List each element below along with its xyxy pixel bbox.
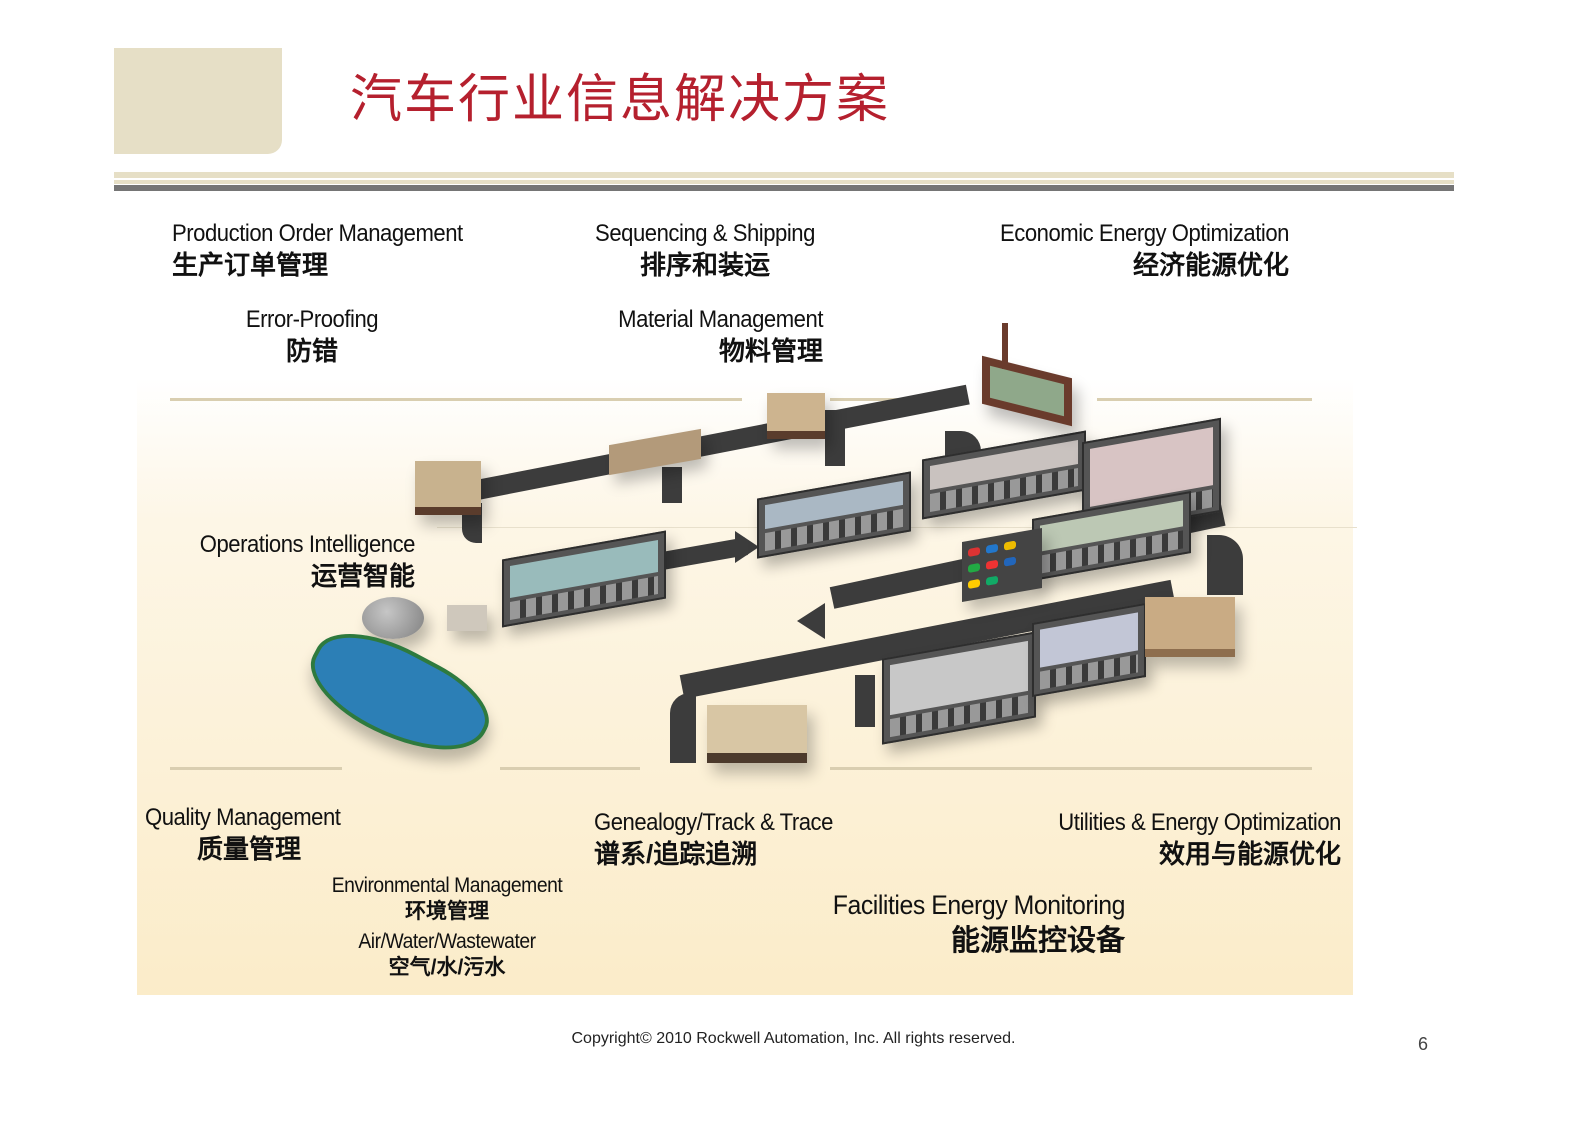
label-environmental: Environmental Management 环境管理	[331, 874, 563, 924]
power-plant-chimney	[1002, 323, 1008, 369]
guide-line-bottom-left	[170, 767, 342, 770]
label-air-water: Air/Water/Wastewater 空气/水/污水	[358, 930, 536, 980]
title-accent-block	[114, 48, 282, 154]
shipping-warehouse	[707, 705, 807, 763]
road-upper-spur-2	[825, 410, 845, 466]
label-facilities: Facilities Energy Monitoring 能源监控设备	[832, 890, 1126, 957]
arrow-right	[735, 531, 759, 563]
road-upper-spur	[662, 467, 682, 503]
page-number: 6	[1418, 1034, 1429, 1054]
road-lower-spur	[855, 675, 875, 727]
label-utilities: Utilities & Energy Optimization 效用与能源优化	[1058, 809, 1341, 869]
label-sequencing: Sequencing & Shipping 排序和装运	[595, 220, 815, 280]
material-warehouse	[767, 393, 825, 439]
building-assembly-1	[757, 471, 911, 559]
label-material: Material Management 物料管理	[618, 306, 823, 366]
slide-title: 汽车行业信息解决方案	[350, 70, 891, 130]
guide-line-bottom-right	[830, 767, 1312, 770]
admin-building	[415, 461, 481, 515]
power-plant	[982, 355, 1072, 427]
guide-line-top-left	[170, 398, 742, 401]
road-lower-curve	[670, 693, 696, 763]
supplier-building	[609, 428, 701, 476]
road-right-curve	[1207, 535, 1243, 595]
building-body-shop	[502, 530, 666, 628]
building-final-assembly	[1032, 490, 1191, 582]
header-rule-light-1	[114, 172, 1454, 178]
header-rule-light-2	[114, 180, 1454, 184]
label-operations: Operations Intelligence 运营智能	[199, 531, 416, 591]
plant-diagram: Production Order Management 生产订单管理 Seque…	[137, 205, 1357, 995]
water-treatment-tank	[362, 597, 424, 639]
arrow-left	[797, 603, 825, 639]
label-economic-energy: Economic Energy Optimization 经济能源优化	[999, 220, 1289, 280]
pump-house	[447, 605, 487, 631]
copyright-footer: Copyright© 2010 Rockwell Automation, Inc…	[571, 1030, 1016, 1047]
guide-line-top-right	[1097, 398, 1312, 401]
label-quality: Quality Management 质量管理	[145, 804, 341, 864]
parking-lot	[962, 527, 1042, 603]
label-production-order: Production Order Management 生产订单管理	[172, 220, 463, 280]
guide-line-bottom-mid	[500, 767, 640, 770]
label-genealogy: Genealogy/Track & Trace 谱系/追踪追溯	[594, 809, 833, 869]
label-error-proofing: Error-Proofing 防错	[245, 306, 379, 366]
header-rule-dark	[114, 185, 1454, 191]
utilities-building	[1145, 597, 1235, 657]
